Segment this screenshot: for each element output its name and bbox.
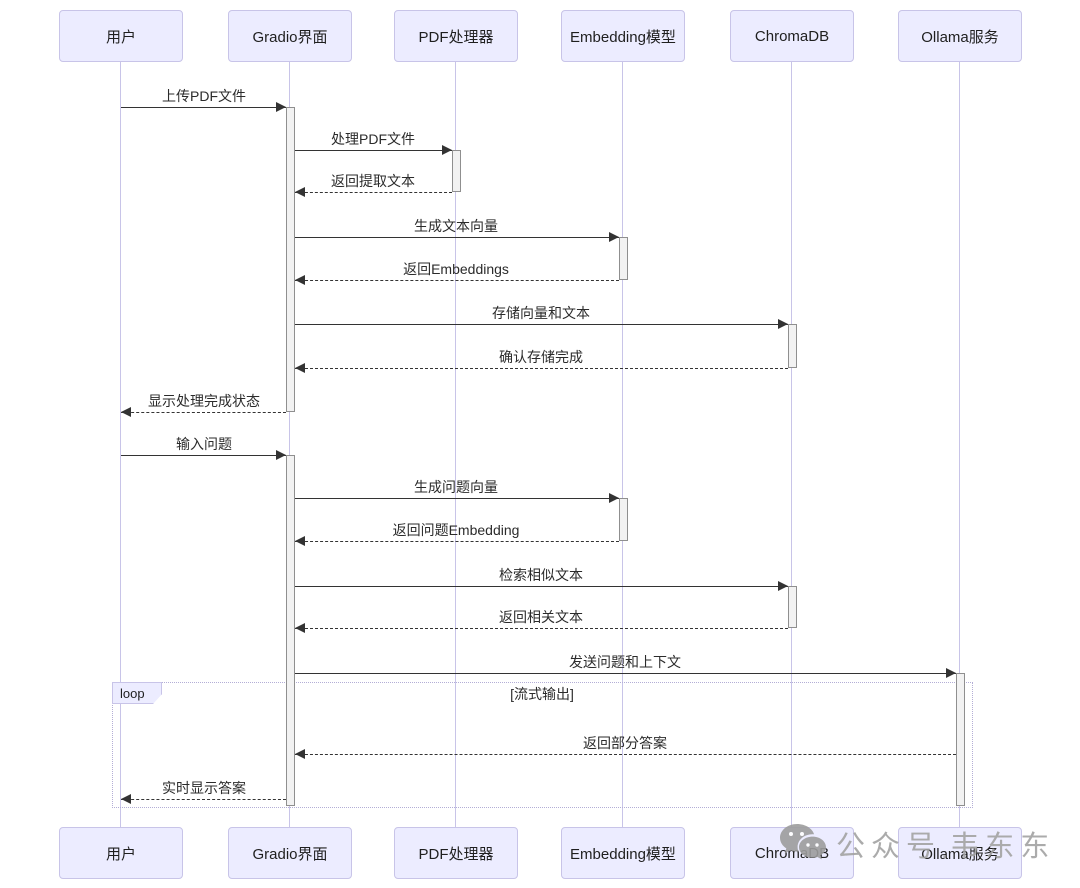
message-label: 实时显示答案 [162, 780, 246, 796]
message-label: 显示处理完成状态 [148, 393, 260, 409]
message-line [295, 368, 788, 369]
activation-chromadb-2 [788, 586, 797, 628]
lifeline-embedding [622, 62, 623, 827]
wechat-icon [780, 824, 826, 860]
arrowhead-icon [276, 102, 286, 112]
message-label: 返回Embeddings [403, 261, 509, 277]
loop-frame [112, 682, 973, 808]
activation-chromadb-1 [788, 324, 797, 368]
message-line [121, 107, 286, 108]
lifeline-chromadb [791, 62, 792, 827]
message-line [295, 280, 619, 281]
activation-ollama [956, 673, 965, 806]
message-label: 上传PDF文件 [162, 88, 246, 104]
arrowhead-icon [121, 794, 131, 804]
message-label: 返回相关文本 [499, 609, 583, 625]
arrowhead-icon [295, 536, 305, 546]
actor-top-pdf: PDF处理器 [394, 10, 518, 62]
actor-top-gradio: Gradio界面 [228, 10, 352, 62]
message-line [295, 586, 788, 587]
message-line [295, 192, 452, 193]
message-line [295, 150, 452, 151]
message-label: 输入问题 [176, 436, 232, 452]
message-line [295, 754, 956, 755]
lifeline-user [120, 62, 121, 827]
activation-embedding-1 [619, 237, 628, 280]
activation-embedding-2 [619, 498, 628, 541]
message-label: 生成文本向量 [414, 218, 498, 234]
lifeline-gradio [289, 62, 290, 827]
actor-bottom-user: 用户 [59, 827, 183, 879]
message-label: 存储向量和文本 [492, 305, 590, 321]
message-line [295, 324, 788, 325]
arrowhead-icon [295, 749, 305, 759]
arrowhead-icon [295, 363, 305, 373]
lifeline-pdf [455, 62, 456, 827]
actor-bottom-pdf: PDF处理器 [394, 827, 518, 879]
arrowhead-icon [609, 232, 619, 242]
actor-bottom-ollama: Ollama服务 [898, 827, 1022, 879]
actor-bottom-gradio: Gradio界面 [228, 827, 352, 879]
message-line [121, 799, 286, 800]
message-line [295, 541, 619, 542]
arrowhead-icon [609, 493, 619, 503]
arrowhead-icon [442, 145, 452, 155]
message-label: 生成问题向量 [414, 479, 498, 495]
message-line [295, 237, 619, 238]
arrowhead-icon [778, 581, 788, 591]
message-label: 返回部分答案 [583, 735, 667, 751]
actor-bottom-embedding: Embedding模型 [561, 827, 685, 879]
arrowhead-icon [295, 275, 305, 285]
message-label: 发送问题和上下文 [569, 654, 681, 670]
message-label: 处理PDF文件 [331, 131, 415, 147]
message-label: 检索相似文本 [499, 567, 583, 583]
activation-gradio-1 [286, 107, 295, 412]
message-line [295, 628, 788, 629]
activation-pdf [452, 150, 461, 192]
arrowhead-icon [778, 319, 788, 329]
watermark: 公众号 . 韦东东 [778, 822, 1055, 866]
loop-label: loop [112, 682, 162, 704]
loop-condition: [流式输出] [510, 686, 574, 702]
message-label: 返回问题Embedding [392, 522, 520, 538]
arrowhead-icon [946, 668, 956, 678]
message-label: 返回提取文本 [331, 173, 415, 189]
message-line [121, 412, 286, 413]
lifeline-ollama [959, 62, 960, 827]
message-label: 确认存储完成 [499, 349, 583, 365]
activation-gradio-2 [286, 455, 295, 806]
watermark-name: 韦东东 [950, 831, 1056, 863]
arrowhead-icon [295, 623, 305, 633]
arrowhead-icon [295, 187, 305, 197]
actor-top-ollama: Ollama服务 [898, 10, 1022, 62]
watermark-separator: . [941, 833, 949, 864]
watermark-brand: 公众号 [836, 831, 942, 863]
actor-top-chromadb: ChromaDB [730, 10, 854, 62]
actor-top-embedding: Embedding模型 [561, 10, 685, 62]
message-line [121, 455, 286, 456]
message-line [295, 673, 956, 674]
actor-top-user: 用户 [59, 10, 183, 62]
arrowhead-icon [276, 450, 286, 460]
message-line [295, 498, 619, 499]
arrowhead-icon [121, 407, 131, 417]
